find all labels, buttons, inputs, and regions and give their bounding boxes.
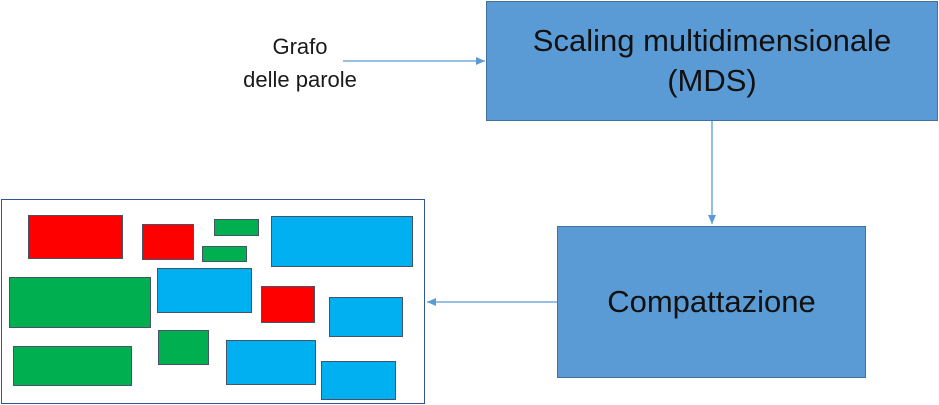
word-rect-green [158,330,209,365]
word-rect-green [13,346,132,386]
input-label-line1: Grafo [272,34,328,59]
word-rect-blue [329,297,403,337]
word-rect-green [9,277,151,328]
word-rect-blue [226,340,316,385]
compaction-label: Compattazione [607,284,816,319]
input-label-line2: delle parole [243,67,357,92]
word-rect-red [142,224,194,260]
mds-label-line2: (MDS) [667,63,757,98]
word-rect-blue [321,361,396,400]
word-rect-red [261,286,315,323]
compaction-process-box: Compattazione [557,226,866,378]
word-rect-blue [271,216,413,267]
mds-process-box: Scaling multidimensionale (MDS) [486,1,938,121]
mds-label-line1: Scaling multidimensionale [532,23,892,58]
word-rect-red [28,215,123,259]
word-cloud-output [1,199,425,404]
input-label: Grafo delle parole [200,30,400,96]
word-rect-blue [157,268,252,313]
word-rect-green [202,246,247,262]
word-rect-green [214,219,259,236]
